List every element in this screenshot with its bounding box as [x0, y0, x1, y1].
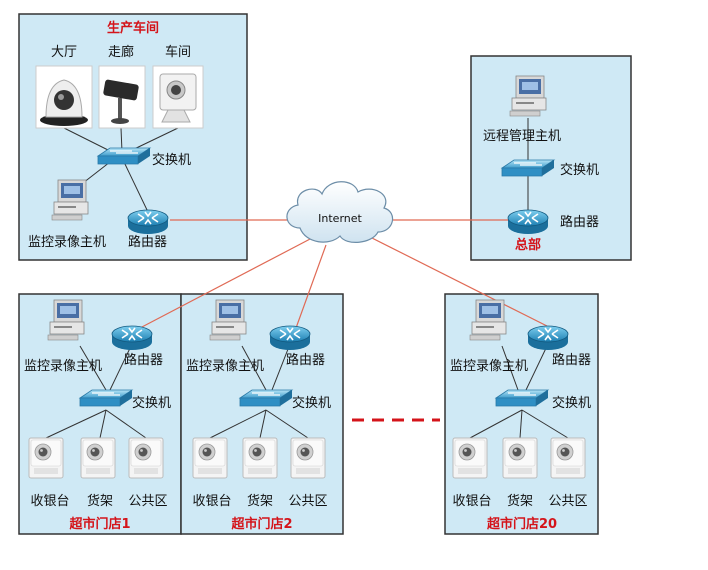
router-icon — [269, 325, 311, 351]
store2-switch-label: 交换机 — [292, 395, 331, 411]
store2-cam2-label: 货架 — [247, 493, 273, 509]
store20-cam2-label: 货架 — [507, 493, 533, 509]
router-icon — [127, 209, 169, 235]
hq-host-label: 远程管理主机 — [483, 129, 561, 144]
store2-cam1-label: 收银台 — [192, 494, 231, 509]
store2-router-label: 路由器 — [286, 352, 325, 368]
store20-title: 超市门店20 — [487, 516, 557, 532]
store2-cam3-label: 公共区 — [288, 494, 327, 509]
factory-title: 生产车间 — [107, 20, 159, 36]
internet-cloud — [286, 181, 394, 243]
factory-cam1-label: 大厅 — [51, 45, 77, 60]
hq-panel — [470, 55, 632, 261]
router-icon — [527, 325, 569, 351]
factory-router-label: 路由器 — [128, 234, 167, 250]
camera-icon — [80, 437, 116, 479]
factory-switch-label: 交换机 — [152, 152, 191, 168]
factory-cam3-label: 车间 — [165, 44, 191, 60]
store2-recorder-label: 监控录像主机 — [186, 359, 264, 374]
camera-icon — [550, 437, 586, 479]
store2: 监控录像主机 路由器 交换机 收银台 货架 公共区 超市门店2 — [186, 299, 331, 532]
store1-title: 超市门店1 — [69, 516, 130, 532]
store1-switch-label: 交换机 — [132, 395, 171, 411]
store2-panel — [180, 293, 344, 535]
bullet-camera-icon — [98, 65, 146, 129]
dome-camera-icon — [35, 65, 93, 129]
camera-icon — [192, 437, 228, 479]
camera-icon — [28, 437, 64, 479]
store1-panel — [18, 293, 182, 535]
store1-router-label: 路由器 — [124, 352, 163, 368]
box-camera-icon — [152, 65, 204, 129]
camera-icon — [290, 437, 326, 479]
factory-cam2-label: 走廊 — [108, 44, 134, 60]
store20: 监控录像主机 路由器 交换机 收银台 货架 公共区 超市门店20 — [450, 299, 591, 532]
store1-cam1-label: 收银台 — [30, 494, 69, 509]
store20-switch-label: 交换机 — [552, 395, 591, 411]
wan-links — [139, 219, 548, 329]
hq-switch-label: 交换机 — [560, 162, 599, 178]
camera-icon — [502, 437, 538, 479]
router-icon — [111, 325, 153, 351]
store1: 监控录像主机 路由器 交换机 收银台 货架 公共区 超市门店1 — [24, 299, 171, 532]
store20-recorder-label: 监控录像主机 — [450, 359, 528, 374]
camera-icon — [452, 437, 488, 479]
camera-icon — [242, 437, 278, 479]
store20-cam1-label: 收银台 — [452, 494, 491, 509]
internet-label: Internet — [318, 212, 362, 225]
factory-recorder-label: 监控录像主机 — [28, 235, 106, 250]
store1-cam2-label: 货架 — [87, 493, 113, 509]
camera-icon — [128, 437, 164, 479]
store2-title: 超市门店2 — [231, 516, 292, 532]
store1-recorder-label: 监控录像主机 — [24, 359, 102, 374]
router-icon — [507, 209, 549, 235]
store20-cam3-label: 公共区 — [548, 494, 587, 509]
hq-title: 总部 — [515, 237, 541, 253]
store20-router-label: 路由器 — [552, 352, 591, 368]
hq-router-label: 路由器 — [560, 214, 599, 230]
store1-cam3-label: 公共区 — [128, 494, 167, 509]
